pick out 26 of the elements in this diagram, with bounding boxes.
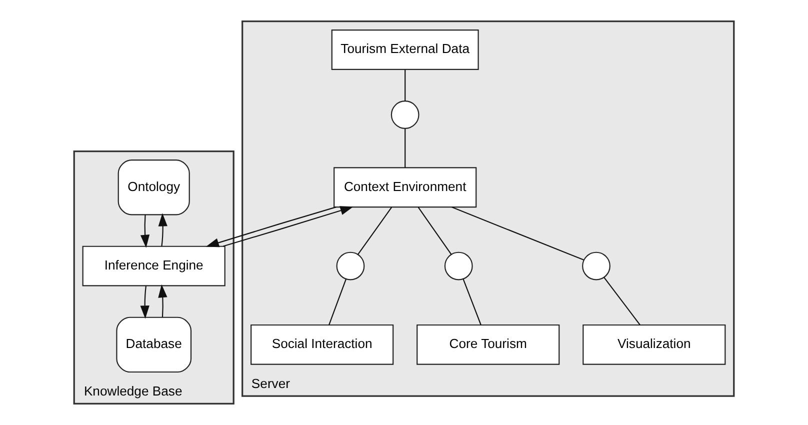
- node-circle: [444, 252, 473, 280]
- connector: [604, 277, 640, 326]
- node-circle: [582, 252, 610, 280]
- connector: [452, 206, 584, 260]
- arrow: [158, 213, 168, 246]
- node-box: Database: [116, 316, 192, 373]
- node-box: Context Environment: [334, 167, 477, 208]
- node-box: Social Interaction: [250, 324, 394, 365]
- arrow: [158, 284, 168, 318]
- node-box: Tourism External Data: [331, 30, 479, 70]
- node-box: Visualization: [582, 324, 726, 365]
- arrow: [140, 286, 150, 319]
- arrow: [222, 206, 354, 247]
- connector: [358, 207, 392, 255]
- node-circle: [390, 100, 420, 129]
- connector: [418, 207, 452, 255]
- node-box: Core Tourism: [416, 324, 560, 365]
- connector: [404, 70, 406, 101]
- node-circle: [336, 252, 365, 280]
- connector: [404, 128, 406, 168]
- node-box: Inference Engine: [82, 246, 226, 286]
- connector: [328, 278, 347, 326]
- connector: [462, 278, 482, 326]
- node-box: Ontology: [118, 160, 190, 216]
- arrow: [140, 214, 150, 248]
- arrow: [206, 206, 336, 248]
